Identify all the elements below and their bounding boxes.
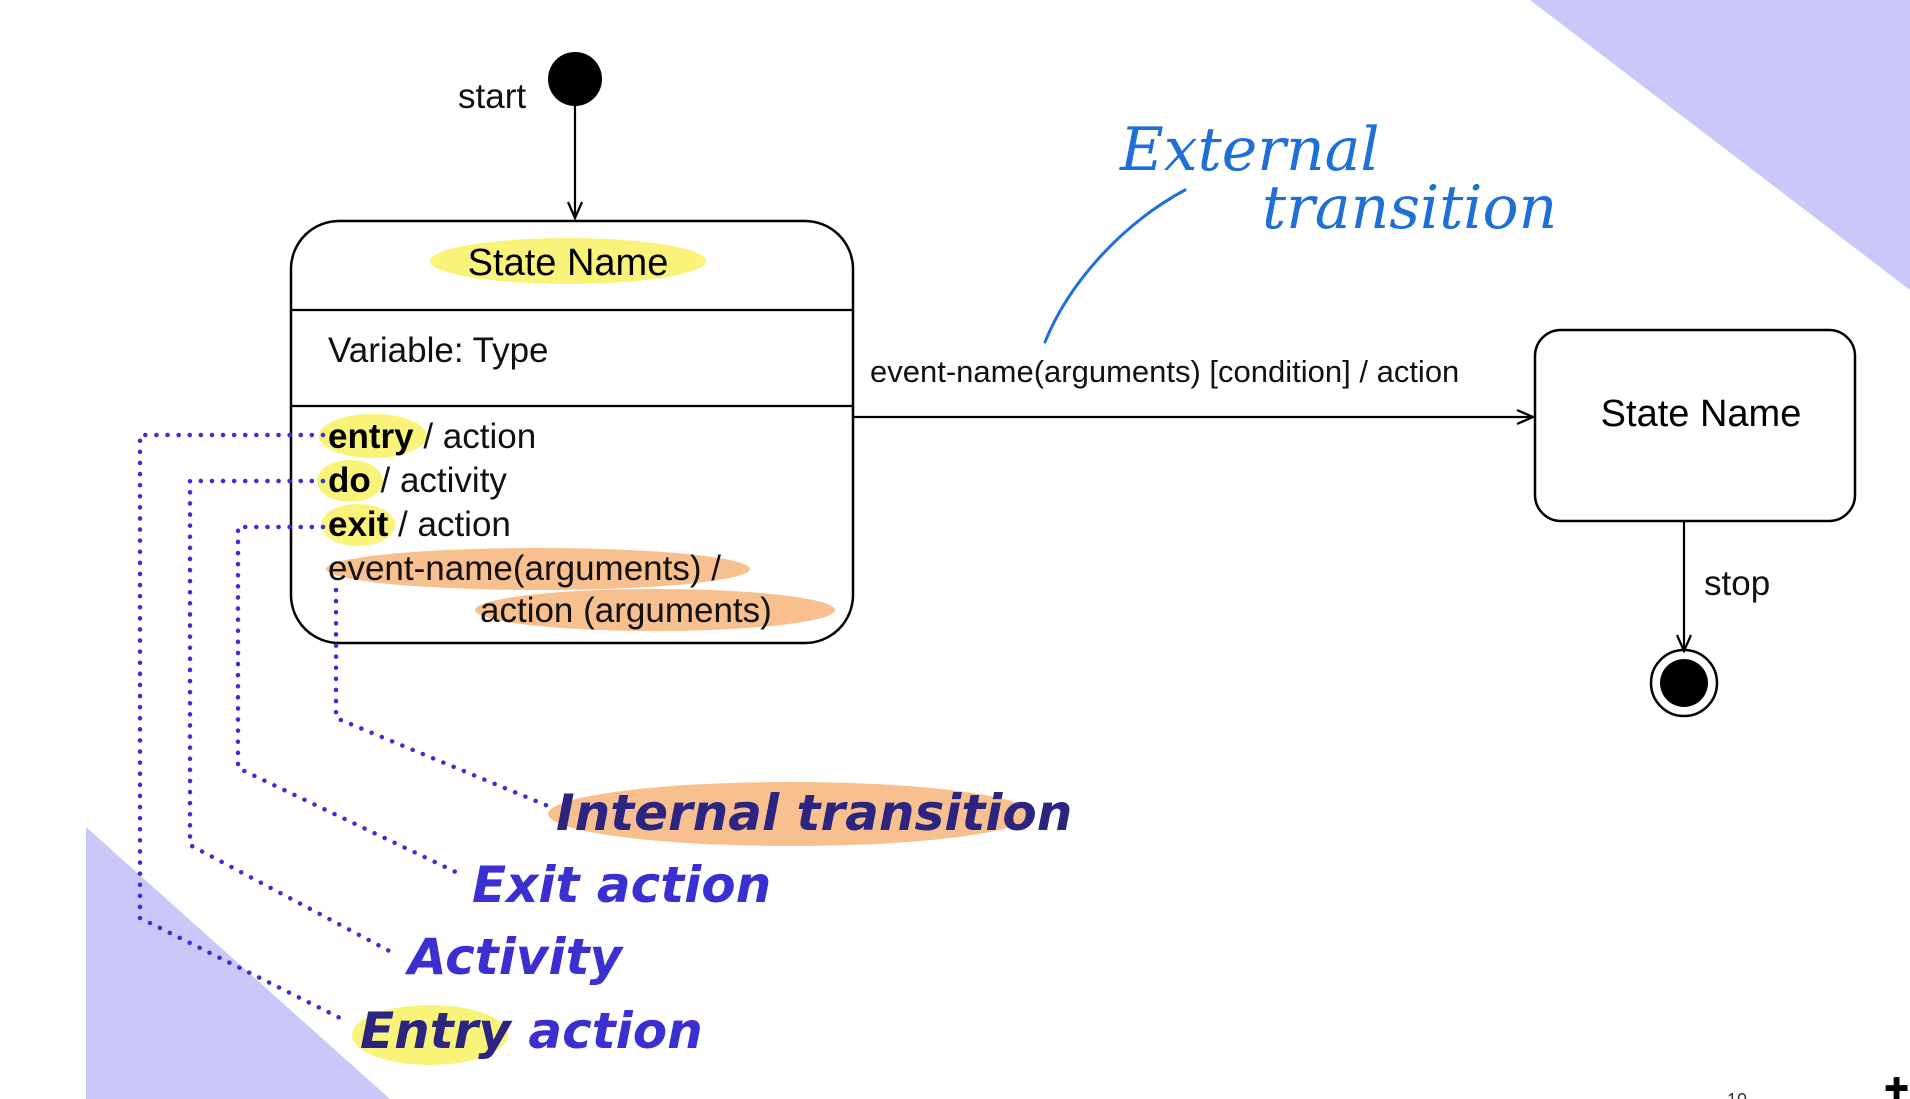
activity-callout: Activity [404,928,624,986]
do-row: do / activity [328,461,507,500]
entry-row: entry / action [328,417,536,456]
exit-leader-line [235,524,465,878]
highlight-entry [319,414,427,458]
final-node-ring [1649,648,1719,718]
highlight-state-name [430,238,706,284]
highlight-exit [321,504,395,546]
handwritten-external: External [1119,115,1380,185]
exit-action-callout: Exit action [472,856,771,914]
exit-rest: / action [398,505,511,544]
initial-node [548,52,602,106]
highlight-do [317,460,383,502]
state-attribute: Variable: Type [328,331,549,370]
internal-transition-callout: Internal transition [556,784,1072,842]
composite-state-box [289,219,855,645]
corner-cross-mark: ✚ [1884,1073,1909,1099]
page-number: 10 [1727,1090,1747,1099]
internal-transition-line1: event-name(arguments) / [328,549,721,588]
entry-callout-word1: Entry [360,1002,513,1060]
composite-state-name: State Name [468,242,669,284]
do-leader-line [187,478,398,957]
corner-triangle-bottom-left [86,827,390,1099]
handwritten-pointer-stroke [1043,188,1187,344]
internal-transition-line2: action (arguments) [480,591,772,630]
exit-row: exit / action [328,505,511,544]
highlight-internal-line2 [475,589,835,631]
entry-rest: / action [423,417,536,456]
entry-action-callout: Entry action [360,1002,703,1060]
target-state-box [1533,328,1857,523]
do-keyword: do [328,461,371,500]
highlight-internal-line1 [326,548,750,590]
handwritten-transition: transition [1262,173,1557,243]
exit-keyword: exit [328,505,389,544]
corner-triangle-top-right [1530,0,1910,290]
internal-leader-line [333,587,551,809]
target-state-name: State Name [1601,393,1802,435]
entry-keyword: entry [328,417,414,456]
start-label: start [458,77,526,116]
entry-leader-line [137,432,343,1021]
highlight-internal-callout [548,782,1032,846]
external-transition-label: event-name(arguments) [condition] / acti… [870,354,1459,389]
do-rest: / activity [381,461,508,500]
final-node-dot [1660,659,1708,707]
highlight-entry-callout [352,1005,508,1065]
stop-label: stop [1704,564,1770,603]
entry-callout-word2: action [528,1002,702,1060]
